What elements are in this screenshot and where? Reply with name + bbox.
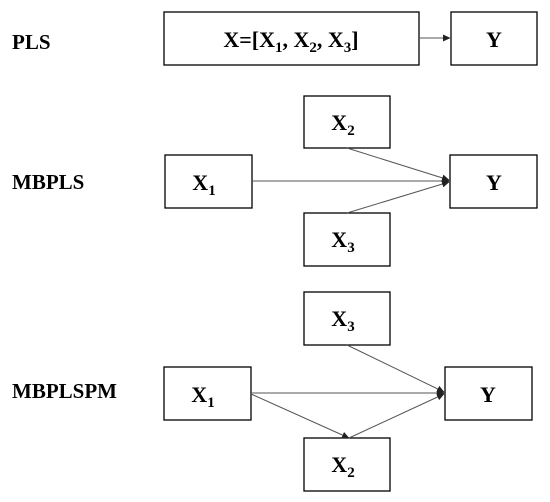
mbpls-x1-label: X1: [192, 170, 215, 199]
mbpls-y-box: [449, 154, 538, 209]
mbpls-x3-label: X3: [331, 227, 354, 256]
row-label-mbpls: MBPLS: [12, 170, 84, 194]
mbpls-arrow-x2-to-y: [346, 147, 450, 182]
mbpls-x1-node: X1: [164, 154, 253, 209]
mbpls-y-label: Y: [486, 170, 502, 195]
mbplspm-y-node: Y: [444, 366, 533, 421]
pls-y-node: Y: [450, 11, 538, 66]
pls-x-label: X=[X1, X2, X3]: [223, 27, 358, 56]
mbplspm-y-label: Y: [480, 382, 496, 407]
mbplspm-x3-node: X3: [303, 291, 391, 346]
mbpls-x2-label: X2: [331, 110, 354, 139]
mbplspm-arrow-x2-to-y: [348, 393, 445, 439]
pls-x-node: X=[X1, X2, X3]: [163, 11, 420, 66]
mbplspm-y-box: [444, 366, 533, 421]
mbplspm-x1-node: X1: [163, 366, 252, 421]
mbplspm-x3-label: X3: [331, 306, 354, 335]
mbplspm-x2-node: X2: [303, 437, 391, 492]
mbpls-x2-node: X2: [303, 95, 391, 149]
row-label-pls: PLS: [12, 30, 51, 54]
mbplspm-x1-label: X1: [191, 382, 214, 411]
mbpls-x1-box: [164, 154, 253, 209]
mbplspm-x1-box: [163, 366, 252, 421]
mbplspm-x2-box: [303, 437, 391, 492]
mbpls-x3-node: X3: [303, 212, 391, 267]
mbplspm-arrow-x1-to-x2: [250, 393, 350, 439]
mbpls-arrow-x3-to-y: [346, 180, 450, 214]
mbpls-y-node: Y: [449, 154, 538, 209]
pls-y-label: Y: [486, 27, 502, 52]
mbplspm-x3-box: [303, 291, 391, 346]
row-label-mbplspm: MBPLSPM: [12, 379, 117, 403]
mbplspm-x2-label: X2: [331, 452, 354, 481]
pls-y-box: [450, 11, 538, 66]
pls-x-box: [163, 11, 420, 66]
mbplspm-arrow-x3-to-y: [346, 344, 445, 393]
